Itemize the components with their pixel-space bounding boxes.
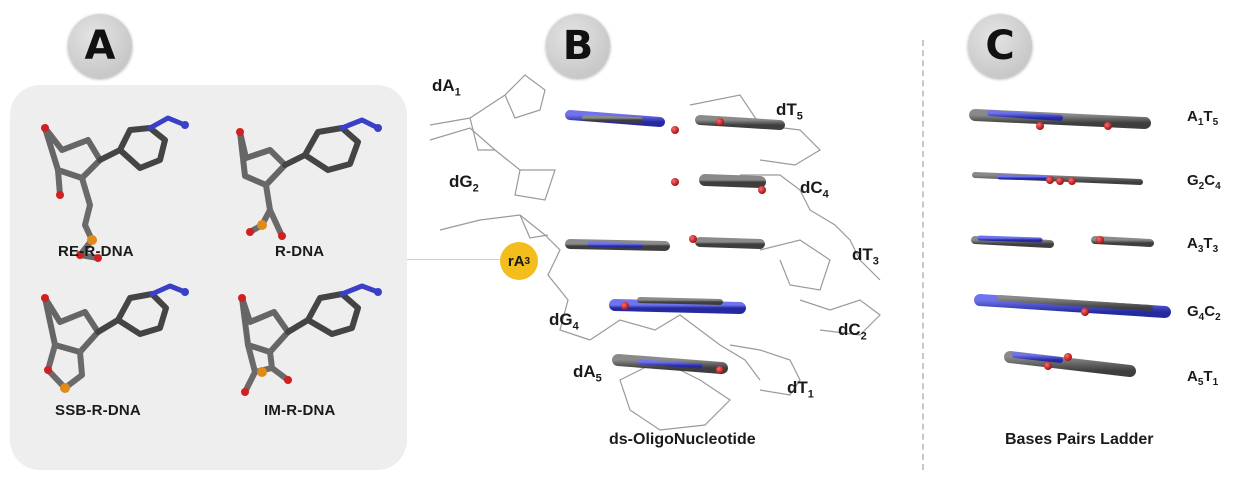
pair-label-a5t1: A5T1	[1187, 368, 1219, 388]
label-ssb-r-dna: SSB-R-DNA	[55, 402, 141, 419]
pair-label-g4c2: G4C2	[1187, 303, 1221, 323]
strand-label-dg2: dG2	[449, 172, 479, 195]
pair-label-g2c4: G2C4	[1187, 172, 1221, 192]
strand-label-dg4: dG4	[549, 310, 579, 333]
molecule-re-r-dna	[41, 115, 189, 262]
strand-label-dc2: dC2	[838, 320, 867, 343]
caption-ds-oligonucleotide: ds-OligoNucleotide	[609, 431, 756, 448]
strand-label-dt5: dT5	[776, 100, 803, 123]
label-im-r-dna: IM-R-DNA	[264, 402, 336, 419]
base-pairs-ladder	[969, 109, 1171, 377]
molecule-r-dna	[236, 117, 382, 240]
nucleotide-variants-box	[10, 85, 407, 470]
molecule-im-r-dna	[238, 283, 382, 396]
caption-bases-pairs-ladder: Bases Pairs Ladder	[1005, 431, 1154, 448]
strand-label-dt3: dT3	[852, 245, 879, 268]
molecule-ssb-r-dna	[41, 283, 189, 393]
pair-label-a3t3: A3T3	[1187, 235, 1219, 255]
duplex-bases	[561, 110, 785, 374]
strand-label-da1: dA1	[432, 76, 461, 99]
label-re-r-dna: RE-R-DNA	[58, 243, 134, 260]
panel-divider	[922, 40, 924, 470]
duplex-backbone	[429, 74, 881, 431]
strand-label-dt1: dT1	[787, 378, 814, 401]
strand-label-da5: dA5	[573, 362, 602, 385]
connector-line	[407, 259, 502, 260]
panel-b-badge: B	[546, 14, 610, 78]
label-r-dna: R-DNA	[275, 243, 325, 260]
strand-label-dc4: dC4	[800, 178, 829, 201]
pair-label-a1t5: A1T5	[1187, 108, 1219, 128]
panel-c-badge: C	[968, 14, 1032, 78]
panel-a-badge: A	[68, 14, 132, 78]
